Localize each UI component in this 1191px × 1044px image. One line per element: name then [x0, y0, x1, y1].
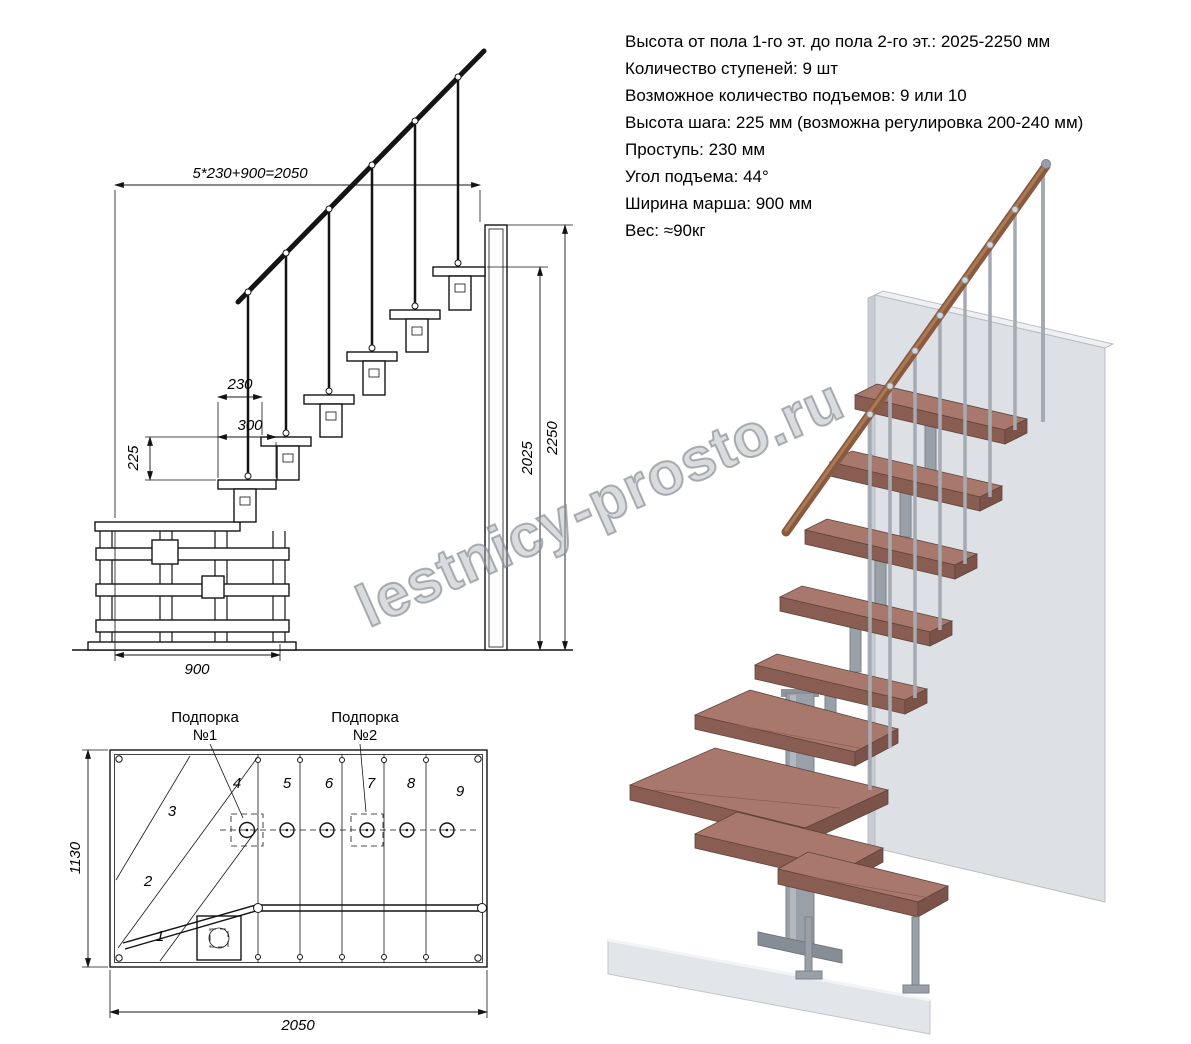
- step-number-9: 9: [456, 783, 465, 800]
- dim-label-2050: 2050: [280, 1017, 315, 1034]
- baluster-connectors: [244, 73, 462, 480]
- spec-line-step-height: Высота шага: 225 мм (возможна регулировк…: [625, 113, 1084, 132]
- step-legs: [795, 916, 930, 994]
- plan-step-numbers: 1 2 3 4 5 6 7 8 9: [143, 775, 465, 945]
- dim-label-2250: 2250: [544, 421, 561, 456]
- tread-1: [776, 851, 950, 918]
- step-number-7: 7: [367, 775, 376, 792]
- tread-5: [753, 653, 929, 715]
- plan-winder-lines: [115, 755, 259, 962]
- tread-4-winder: [693, 689, 900, 767]
- step-number-2: 2: [143, 873, 153, 890]
- dim-label-230: 230: [226, 376, 253, 393]
- plan-bottom-module: [196, 915, 242, 961]
- lower-support-tower: [87, 531, 297, 651]
- dim-label-300: 300: [237, 417, 263, 434]
- step-number-5: 5: [283, 775, 292, 792]
- spec-line-angle: Угол подъема: 44°: [625, 167, 769, 186]
- step-number-6: 6: [325, 775, 334, 792]
- dim-label-225: 225: [125, 445, 142, 472]
- support1-number: №1: [193, 727, 217, 744]
- floor-slab: [607, 938, 931, 1035]
- step-number-8: 8: [407, 775, 416, 792]
- step-number-1: 1: [156, 928, 164, 945]
- spec-line-height: Высота от пола 1-го эт. до пола 2-го эт.…: [625, 32, 1051, 51]
- dimensions: 5*230+900=2050 230 300 225 900 2025: [114, 165, 573, 678]
- plan-drawing: 1 2 3 4 5 6 7 8 9 Подпорка №1 Подпорка №…: [67, 709, 488, 1034]
- spec-line-rises: Возможное количество подъемов: 9 или 10: [625, 86, 967, 105]
- dim-label-900: 900: [184, 661, 210, 678]
- plan-outline: [109, 749, 488, 968]
- plan-support-labels: Подпорка №1 Подпорка №2: [171, 709, 399, 819]
- balusters: [246, 77, 460, 480]
- rail-connectors: [866, 205, 1019, 418]
- upper-floor-wall: [484, 224, 508, 651]
- plan-dimensions: 1130 2050: [67, 749, 488, 1034]
- tread-6: [778, 585, 954, 647]
- balusters-3d: [868, 170, 1045, 790]
- support2-label: Подпорка: [331, 709, 399, 726]
- dim-label-2025: 2025: [519, 441, 536, 476]
- spec-panel: Высота от пола 1-го эт. до пола 2-го эт.…: [625, 28, 1185, 244]
- step-number-4: 4: [233, 775, 241, 792]
- spec-line-weight: Вес: ≈90кг: [625, 221, 706, 240]
- handrail: [235, 48, 487, 305]
- plan-tread-dividers: [255, 754, 429, 963]
- plan-post-centerline: [220, 813, 480, 847]
- plan-main-beam: [122, 903, 487, 950]
- elevation-drawing: 5*230+900=2050 230 300 225 900 2025: [72, 48, 573, 678]
- treads-side-view: [94, 266, 486, 532]
- support1-label: Подпорка: [171, 709, 239, 726]
- stair-3d-render: [607, 159, 1115, 1035]
- spec-line-width: Ширина марша: 900 мм: [625, 194, 813, 213]
- spec-line-tread: Проступь: 230 мм: [625, 140, 766, 159]
- dim-label-1130: 1130: [67, 841, 84, 874]
- dim-label-top: 5*230+900=2050: [192, 165, 308, 182]
- support2-number: №2: [353, 727, 377, 744]
- step-number-3: 3: [168, 803, 177, 820]
- spec-line-steps: Количество ступеней: 9 шт: [625, 59, 839, 78]
- step-modules: [233, 275, 472, 523]
